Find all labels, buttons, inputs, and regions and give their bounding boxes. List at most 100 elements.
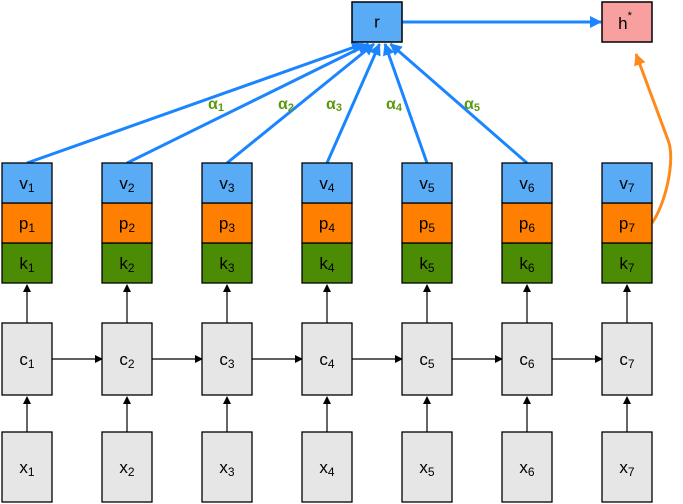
value-v-1-label-subscript: 1	[28, 181, 35, 195]
key-k-4-label-symbol: k	[319, 254, 328, 273]
value-v-3-label-subscript: 3	[228, 181, 235, 195]
input-x-7	[601, 431, 653, 503]
input-x-6-label-subscript: 6	[528, 465, 535, 479]
key-k-1-label-subscript: 1	[28, 261, 35, 275]
position-p-3	[201, 202, 253, 244]
value-v-1-label: v1	[19, 174, 35, 196]
attention-arrow-v-3	[226, 42, 375, 165]
readout-r-node	[351, 1, 403, 43]
context-c-5-label: c5	[419, 350, 435, 372]
input-x-6-label: x6	[519, 458, 535, 480]
value-v-4	[301, 162, 353, 204]
input-x-5-label-symbol: x	[419, 458, 428, 477]
key-k-7	[601, 242, 653, 284]
position-p-4-label-symbol: p	[319, 214, 328, 233]
key-k-3-label-subscript: 3	[228, 261, 235, 275]
key-k-7-label: k7	[619, 254, 635, 276]
input-x-3	[201, 431, 253, 503]
value-v-6	[501, 162, 553, 204]
attention-arrow-v-4	[325, 43, 381, 164]
key-k-6	[501, 242, 553, 284]
value-v-6-label-symbol: v	[519, 174, 528, 193]
output-h-star-label: h*	[618, 10, 632, 33]
input-x-7-label: x7	[619, 458, 635, 480]
input-x-1-label: x1	[19, 458, 35, 480]
context-c-6	[501, 322, 553, 396]
input-x-4-label-subscript: 4	[328, 465, 335, 479]
key-k-3-label: k3	[219, 254, 235, 276]
key-k-7-label-subscript: 7	[628, 261, 635, 275]
position-p-2-label-subscript: 2	[128, 221, 135, 235]
attention-arrow-v-6	[389, 42, 528, 165]
position-p-7-label: p7	[619, 214, 635, 236]
key-k-2-label-symbol: k	[119, 254, 128, 273]
context-c-3-label-subscript: 3	[228, 357, 235, 371]
value-v-2-label-symbol: v	[119, 174, 128, 193]
position-p-5-label-symbol: p	[419, 214, 428, 233]
key-k-4	[301, 242, 353, 284]
value-v-6-label-subscript: 6	[528, 181, 535, 195]
position-p-2	[101, 202, 153, 244]
input-x-2-label: x2	[119, 458, 135, 480]
output-h-symbol: h	[618, 14, 627, 33]
input-x-3-label-symbol: x	[219, 458, 228, 477]
value-v-5	[401, 162, 453, 204]
value-v-5-label-subscript: 5	[428, 181, 435, 195]
value-v-6-label: v6	[519, 174, 535, 196]
value-v-7-label-subscript: 7	[628, 181, 635, 195]
alpha-subscript: 4	[396, 102, 403, 114]
context-c-3	[201, 322, 253, 396]
context-c-3-label: c3	[219, 350, 235, 372]
input-x-6	[501, 431, 553, 503]
value-v-5-label-symbol: v	[419, 174, 428, 193]
input-x-5-label-subscript: 5	[428, 465, 435, 479]
position-p-5-label-subscript: 5	[428, 221, 435, 235]
input-x-5-label: x5	[419, 458, 435, 480]
key-k-5	[401, 242, 453, 284]
alpha-subscript: 2	[288, 102, 294, 114]
attention-arrow-v-5	[383, 43, 429, 164]
key-k-5-label-subscript: 5	[428, 261, 435, 275]
input-x-4	[301, 431, 353, 503]
key-k-3-label-symbol: k	[219, 254, 228, 273]
alpha-symbol: α	[208, 96, 218, 113]
value-v-2-label: v2	[119, 174, 135, 196]
position-p-3-label-symbol: p	[219, 214, 228, 233]
context-c-2-label: c2	[119, 350, 135, 372]
context-c-3-label-symbol: c	[219, 350, 228, 369]
context-c-1-label: c1	[19, 350, 35, 372]
key-k-5-label-symbol: k	[419, 254, 428, 273]
context-c-1	[1, 322, 53, 396]
alpha-symbol: α	[464, 96, 474, 113]
context-c-7-label: c7	[619, 350, 635, 372]
context-c-7-label-subscript: 7	[628, 357, 635, 371]
position-p-2-label: p2	[119, 214, 135, 236]
context-c-2-label-subscript: 2	[128, 357, 135, 371]
position-p-1-label: p1	[19, 214, 35, 236]
key-k-4-label-subscript: 4	[328, 261, 335, 275]
input-x-4-label: x4	[319, 458, 335, 480]
key-k-2	[101, 242, 153, 284]
value-v-3-label: v3	[219, 174, 235, 196]
value-v-3-label-symbol: v	[219, 174, 228, 193]
key-k-1-label-symbol: k	[19, 254, 28, 273]
key-k-2-label-subscript: 2	[128, 261, 135, 275]
nodes-layer	[1, 1, 653, 503]
attention-arrow-v-1	[26, 42, 364, 165]
value-v-7	[601, 162, 653, 204]
position-p-6-label-subscript: 6	[528, 221, 535, 235]
context-c-2-label-symbol: c	[119, 350, 128, 369]
arrow-p7-to-h-star	[634, 53, 673, 224]
alpha-symbol: α	[386, 96, 396, 113]
input-x-2-label-subscript: 2	[128, 465, 135, 479]
value-v-3	[201, 162, 253, 204]
key-k-2-label: k2	[119, 254, 135, 276]
value-v-2	[101, 162, 153, 204]
value-v-2-label-subscript: 2	[128, 181, 135, 195]
value-v-1	[1, 162, 53, 204]
context-c-1-label-subscript: 1	[28, 357, 35, 371]
position-p-4	[301, 202, 353, 244]
context-c-4-label-subscript: 4	[328, 357, 335, 371]
value-v-5-label: v5	[419, 174, 435, 196]
